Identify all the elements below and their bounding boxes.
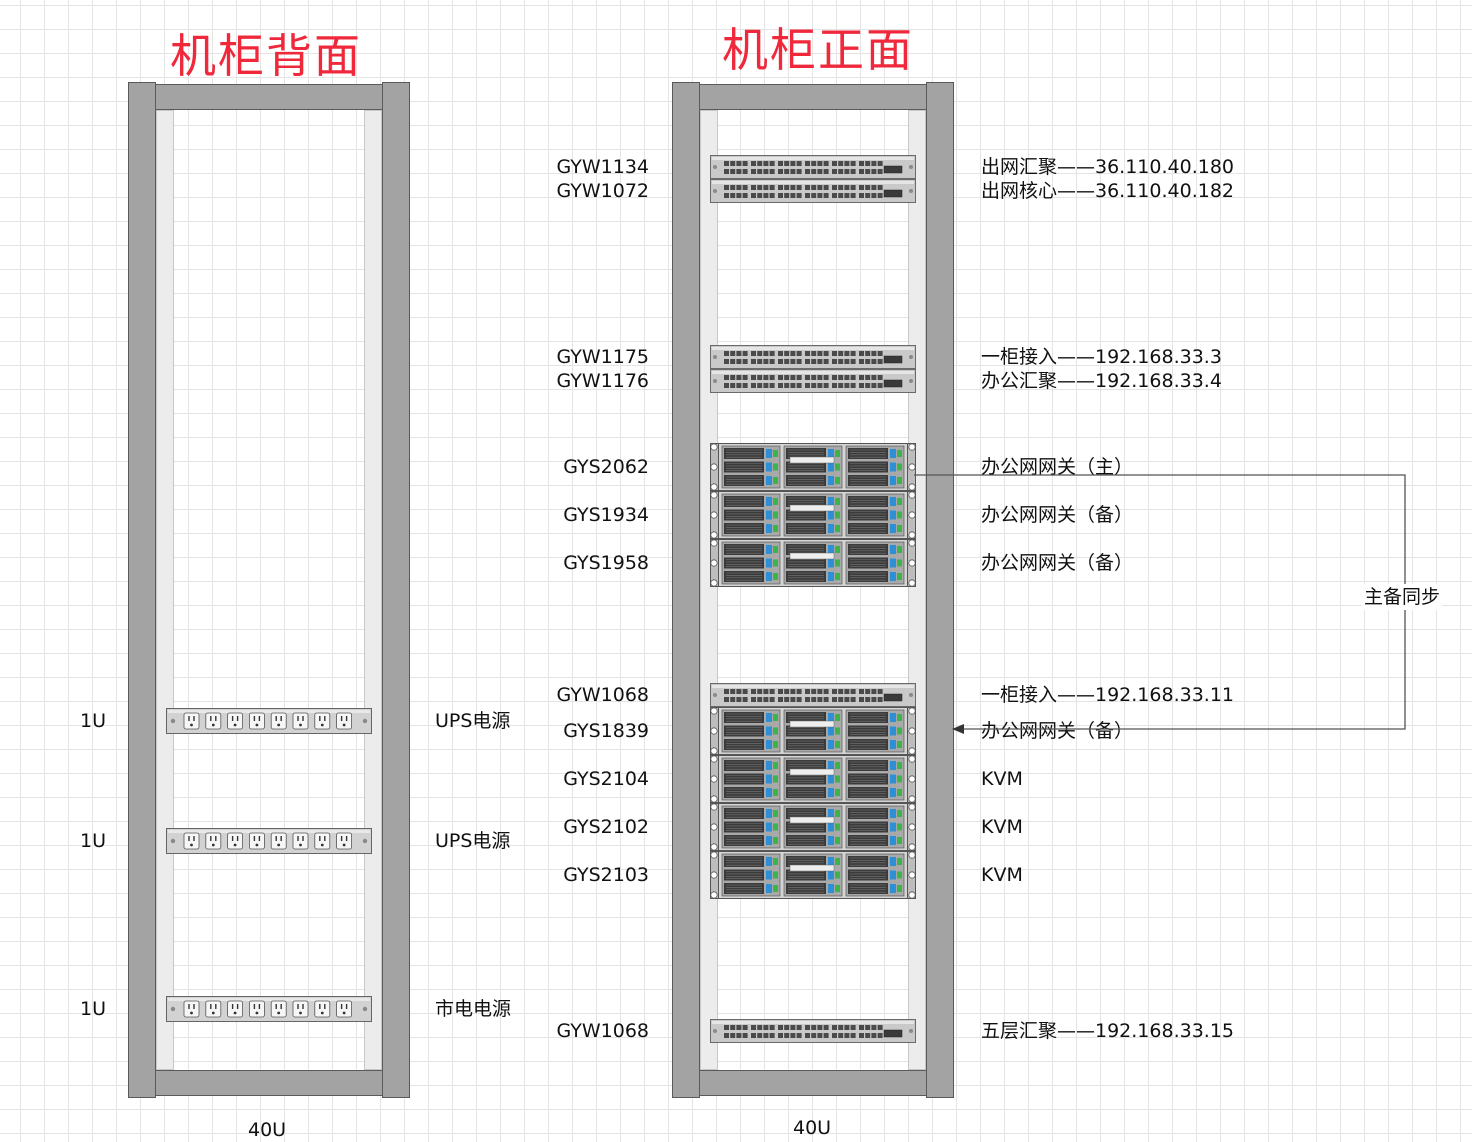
server-gys2062	[710, 443, 916, 491]
device-id-label: GYS2104	[563, 768, 649, 790]
device-id-label: GYS1934	[563, 504, 649, 526]
rack-server-icon	[710, 707, 916, 755]
rear-rack-bottom-bar	[155, 1070, 383, 1096]
device-desc-label: 办公网网关（备）	[981, 720, 1134, 742]
power-strip-icon	[166, 996, 372, 1022]
rear-rack-left-post	[128, 82, 156, 1098]
rack-server-icon	[710, 851, 916, 899]
device-desc-label: 一柜接入——192.168.33.3	[981, 346, 1222, 368]
device-desc-label: 办公网网关（备）	[981, 552, 1134, 574]
rack-server-icon	[710, 803, 916, 851]
device-id-label: GYW1134	[556, 156, 649, 178]
power-strip-icon	[166, 708, 372, 734]
device-id-label: GYW1175	[556, 346, 649, 368]
pdu-ups-2	[166, 828, 372, 854]
rear-unit-size-2: 1U	[80, 830, 106, 852]
network-switch-icon	[710, 345, 916, 369]
device-id-label: GYW1072	[556, 180, 649, 202]
device-id-label: GYS2103	[563, 864, 649, 886]
device-id-label: GYW1068	[556, 684, 649, 706]
front-rack-top-bar	[699, 84, 927, 110]
network-switch-icon	[710, 155, 916, 179]
device-id-label: GYW1176	[556, 370, 649, 392]
rear-unit-size-3: 1U	[80, 998, 106, 1020]
front-rack-title: 机柜正面	[722, 23, 914, 77]
device-desc-label: 办公网网关（备）	[981, 504, 1134, 526]
network-switch-icon	[710, 179, 916, 203]
switch-gyw1072	[710, 179, 916, 203]
network-switch-icon	[710, 683, 916, 707]
device-id-label: GYS1839	[563, 720, 649, 742]
rack-server-icon	[710, 755, 916, 803]
device-desc-label: 五层汇聚——192.168.33.15	[981, 1020, 1235, 1042]
network-switch-icon	[710, 1019, 916, 1043]
rack-server-icon	[710, 443, 916, 491]
front-rack-right-rail	[908, 110, 926, 1070]
device-desc-label: KVM	[981, 816, 1023, 838]
device-desc-label: 出网汇聚——36.110.40.180	[981, 156, 1235, 178]
rear-rack-size-label: 40U	[248, 1119, 287, 1141]
power-strip-icon	[166, 828, 372, 854]
rear-rack-left-rail	[156, 110, 174, 1070]
server-gys1958	[710, 539, 916, 587]
front-rack-bottom-bar	[699, 1070, 927, 1096]
rack-server-icon	[710, 539, 916, 587]
switch-gyw1068-b	[710, 1019, 916, 1043]
pdu-mains	[166, 996, 372, 1022]
server-gys1934	[710, 491, 916, 539]
server-gys2104	[710, 755, 916, 803]
switch-gyw1176	[710, 369, 916, 393]
server-gys1839	[710, 707, 916, 755]
rear-unit-name-1: UPS电源	[435, 710, 511, 732]
front-rack-left-post	[672, 82, 700, 1098]
rear-unit-name-2: UPS电源	[435, 830, 511, 852]
network-switch-icon	[710, 369, 916, 393]
device-id-label: GYS2062	[563, 456, 649, 478]
sync-label: 主备同步	[1362, 584, 1443, 610]
device-desc-label: KVM	[981, 864, 1023, 886]
device-desc-label: 办公网网关（主）	[981, 456, 1134, 478]
rack-server-icon	[710, 491, 916, 539]
pdu-ups-1	[166, 708, 372, 734]
device-desc-label: 一柜接入——192.168.33.11	[981, 684, 1235, 706]
device-id-label: GYW1068	[556, 1020, 649, 1042]
front-rack-left-rail	[700, 110, 718, 1070]
front-rack-right-post	[926, 82, 954, 1098]
rear-rack-title: 机柜背面	[170, 29, 362, 83]
switch-gyw1134	[710, 155, 916, 179]
device-desc-label: 办公汇聚——192.168.33.4	[981, 370, 1222, 392]
switch-gyw1068-a	[710, 683, 916, 707]
rear-rack-right-rail	[364, 110, 382, 1070]
device-desc-label: KVM	[981, 768, 1023, 790]
rear-rack-top-bar	[155, 84, 383, 110]
device-id-label: GYS2102	[563, 816, 649, 838]
rear-unit-size-1: 1U	[80, 710, 106, 732]
rear-unit-name-3: 市电电源	[435, 998, 512, 1020]
server-gys2102	[710, 803, 916, 851]
front-rack-size-label: 40U	[793, 1117, 832, 1139]
rear-rack-right-post	[382, 82, 410, 1098]
device-desc-label: 出网核心——36.110.40.182	[981, 180, 1235, 202]
device-id-label: GYS1958	[563, 552, 649, 574]
switch-gyw1175	[710, 345, 916, 369]
server-gys2103	[710, 851, 916, 899]
